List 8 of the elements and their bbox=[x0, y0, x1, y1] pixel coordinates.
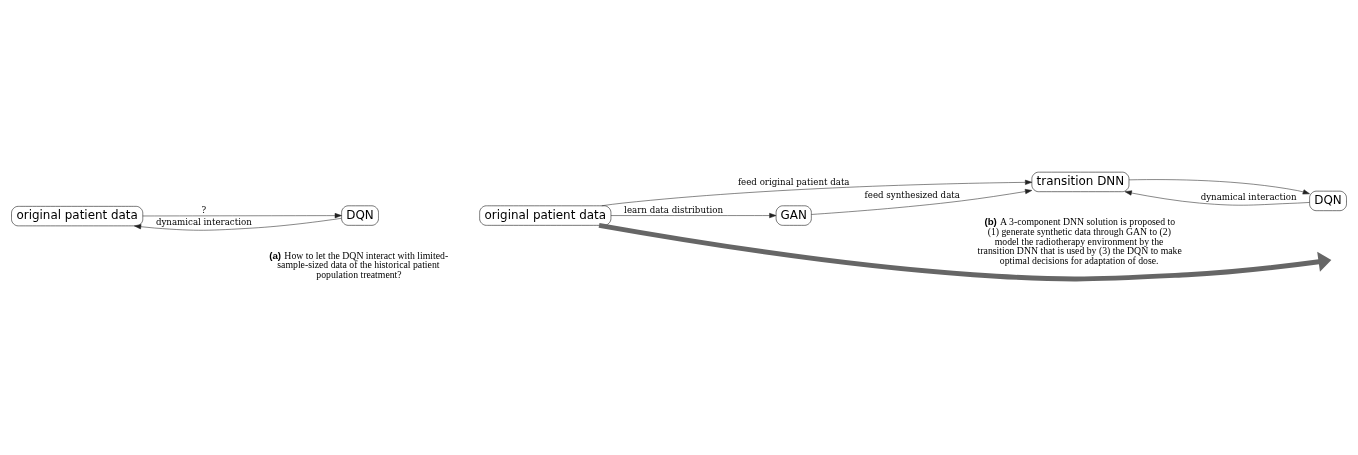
edge-label: ? bbox=[201, 204, 207, 215]
edge-label: dynamical interaction bbox=[1200, 192, 1297, 203]
edge-label: dynamical interaction bbox=[155, 217, 252, 228]
label: (b) A 3-component DNN solution is proposed to (1) generate synthetic data through GAN to (2) model the radiotherapy environment by the transition DNN that is used by (3) the DQN to make optimal decisions for adaptation of dose. bbox=[977, 216, 1182, 267]
edge-label: feed synthesized data bbox=[864, 190, 960, 201]
edge-label: feed original patient data bbox=[737, 176, 850, 187]
label: (a) How to let the DQN interact with limited-sample-sized data of the historical patient population treatment? bbox=[269, 249, 449, 281]
edge-label: learn data distribution bbox=[624, 204, 724, 215]
